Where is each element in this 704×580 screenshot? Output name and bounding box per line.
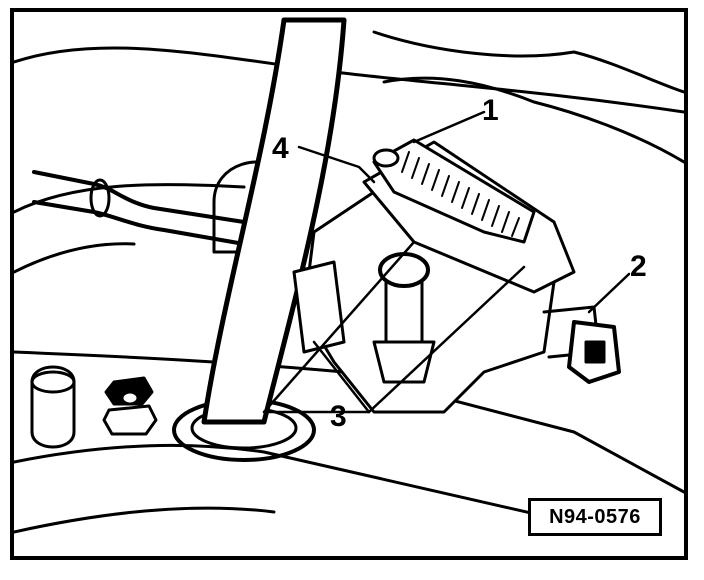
upper-panel-contour-3: [382, 76, 684, 164]
leader-4: [297, 145, 376, 184]
callout-3: 3: [330, 400, 347, 433]
callout-1: 1: [482, 94, 499, 127]
left-panel-contour-2: [14, 242, 136, 274]
leader-3b: [367, 265, 526, 414]
upper-panel-contour: [14, 46, 684, 114]
leader-3c: [312, 340, 371, 414]
reference-code-box: N94-0576: [528, 498, 662, 536]
connector-housing: [372, 138, 536, 244]
diagram-frame: 1 2 3 4 N94-0576: [10, 8, 688, 560]
upper-panel-contour-2: [372, 30, 684, 94]
screw-head: [372, 148, 400, 168]
large-bolt: [30, 365, 76, 449]
floor-line: [14, 350, 684, 494]
floor-line-3: [14, 506, 276, 534]
ball-stem-lower: [372, 340, 436, 384]
leader-1: [412, 110, 486, 144]
callout-4: 4: [272, 132, 289, 165]
technical-illustration: [14, 17, 684, 534]
floor-line-2: [14, 443, 616, 534]
leader-lines: [262, 110, 631, 414]
side-bracket: [292, 260, 346, 354]
nut-2: [102, 404, 158, 436]
plug-square: [584, 340, 606, 364]
hose-clamp: [89, 178, 111, 218]
gear-lever: [201, 17, 347, 425]
connector-pins: [401, 151, 520, 237]
leader-3a: [262, 240, 416, 414]
reference-code: N94-0576: [549, 505, 641, 528]
callout-2: 2: [630, 250, 647, 283]
large-bolt-top: [30, 370, 76, 394]
leader-2: [587, 272, 631, 314]
nut-stud: [120, 390, 140, 406]
